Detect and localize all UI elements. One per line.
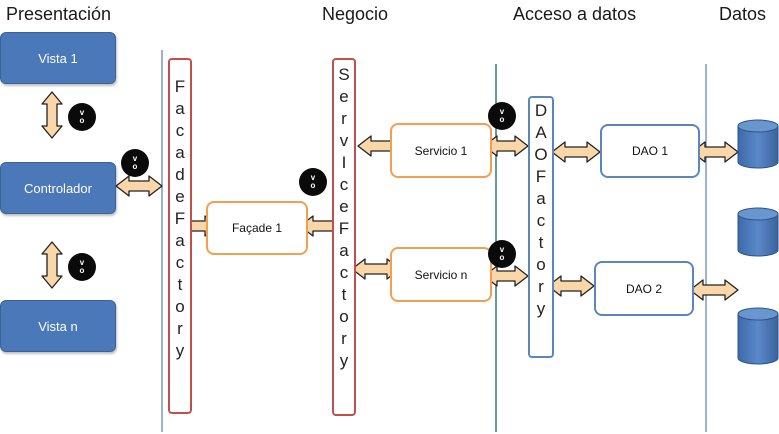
factory-letter: v [339,131,349,150]
factory-letter: e [339,87,349,106]
factory-letter: r [177,319,183,338]
database-cylinder [737,119,779,169]
factory-letter: y [536,299,546,318]
database-cylinder [737,307,779,365]
factory-letter: o [536,255,546,274]
arrow-controlador-facade-factory [115,175,163,197]
servicio-n-label: Servicio n [414,267,468,282]
factory-letter: O [534,145,548,164]
arrow-dao2-database [689,279,739,301]
factory-letter: F [338,219,350,238]
factory-letter: r [341,329,347,348]
factory-letter: c [175,121,185,140]
header-presentacion: Presentación [6,4,112,24]
factory-letter: r [341,109,347,128]
factory-letter: t [177,275,183,294]
factory-letter: o [175,297,185,316]
factory-letter: e [175,187,185,206]
factory-letter: t [341,285,347,304]
arrow-controlador-vistan [41,241,63,289]
servicio-1-label: Servicio 1 [414,143,468,158]
factory-letter: a [339,241,349,260]
header-acceso-datos: Acceso a datos [513,4,637,24]
dao-1-label: DAO 1 [631,144,668,158]
dao-2-label: DAO 2 [625,281,662,296]
factory-letter: c [339,263,349,282]
factory-letter: d [175,165,185,184]
factory-letter: a [175,99,185,118]
dao-2-box[interactable]: DAO 2 [594,261,694,316]
factory-letter: F [174,77,186,96]
vista-n-label: Vista n [38,318,78,334]
factory-letter: c [339,175,349,194]
factory-letter: A [535,123,547,142]
arrow-vista1-controlador [41,91,63,139]
dao-1-box[interactable]: DAO 1 [600,124,700,178]
header-datos: Datos [719,4,767,24]
arrow-dao-factory-dao1 [551,141,601,163]
controlador-box[interactable]: Controlador [0,162,116,214]
factory-letter: D [534,101,548,120]
vista-1-label: Vista 1 [38,50,78,66]
controlador-label: Controlador [24,180,92,196]
facade-1-box[interactable]: Façade 1 [206,201,308,255]
factory-letter: a [175,231,185,250]
factory-letter: y [339,351,349,370]
arrow-dao-factory-dao2 [547,275,595,297]
factory-letter: I [341,153,347,172]
factory-letter: o [339,307,349,326]
factory-letter: a [536,189,546,208]
factory-letter: c [175,253,185,272]
vista-1-box[interactable]: Vista 1 [0,32,116,84]
header-negocio: Negocio [322,4,389,24]
factory-letter: c [536,211,546,230]
factory-letter: y [175,341,185,360]
factory-letter: r [538,277,544,296]
vista-n-box[interactable]: Vista n [0,300,116,352]
factory-letter: F [174,209,186,228]
factory-letter: e [339,197,349,216]
factory-letter: t [538,233,544,252]
facade-1-label: Façade 1 [231,221,283,235]
factory-letter: S [338,65,350,84]
database-cylinder [737,207,779,257]
servicio-1-box[interactable]: Servicio 1 [390,123,492,178]
factory-letter: F [535,167,547,186]
factory-letter: a [175,143,185,162]
servicio-n-box[interactable]: Servicio n [390,247,492,302]
